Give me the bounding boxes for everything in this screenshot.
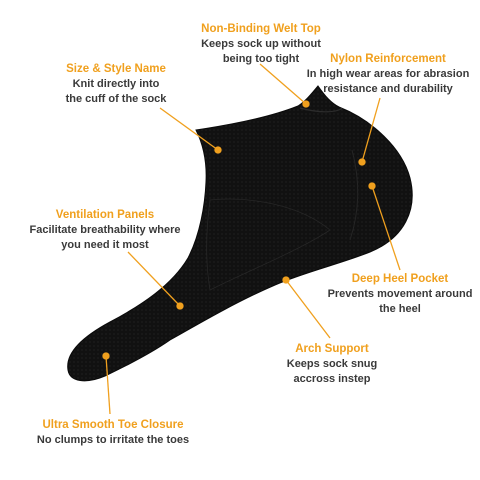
callout-desc: the heel — [379, 303, 421, 315]
callout-desc: Keeps sock up without — [201, 38, 321, 50]
callout-desc: No clumps to irritate the toes — [36, 434, 190, 446]
callout-desc: resistance and durability — [323, 83, 453, 95]
callout-title: Deep Heel Pocket — [351, 273, 449, 285]
leader-ventilation — [127, 251, 181, 307]
dot-toe — [102, 352, 110, 360]
cuff-seam — [299, 107, 343, 113]
leader-heel — [371, 185, 401, 271]
leader-size-name — [159, 107, 219, 151]
dot-welt-top — [302, 100, 310, 108]
callout-ventilation: Ventilation Panels Facilitate breathabil… — [14, 208, 196, 253]
callout-heel: Deep Heel Pocket Prevents movement aroun… — [324, 272, 476, 317]
callout-nylon: Nylon Reinforcement In high wear areas f… — [298, 52, 478, 97]
callout-desc: Keeps sock snug — [286, 358, 378, 370]
callout-title: Arch Support — [295, 343, 369, 355]
dot-heel — [368, 182, 376, 190]
dot-arch — [282, 276, 290, 284]
callout-desc: Facilitate breathability where — [29, 224, 181, 236]
dot-nylon — [358, 158, 366, 166]
callout-title: Size & Style Name — [66, 63, 166, 75]
ventilation-panel-outline — [206, 198, 331, 291]
callout-title: Nylon Reinforcement — [330, 53, 446, 65]
callout-title: Ultra Smooth Toe Closure — [42, 419, 184, 431]
callout-desc: In high wear areas for abrasion — [306, 68, 470, 80]
leader-welt-top — [259, 63, 307, 105]
sock-icon — [67, 85, 413, 382]
callout-welt-top: Non-Binding Welt Top Keeps sock up witho… — [178, 22, 344, 67]
callout-toe: Ultra Smooth Toe Closure No clumps to ir… — [20, 418, 206, 448]
callout-arch: Arch Support Keeps sock snug accross ins… — [272, 342, 392, 387]
dot-size-name — [214, 146, 222, 154]
dot-ventilation — [176, 302, 184, 310]
leader-nylon — [361, 97, 381, 163]
callout-desc: being too tight — [222, 53, 300, 65]
callout-title: Ventilation Panels — [55, 209, 155, 221]
callout-desc: the cuff of the sock — [65, 93, 167, 105]
callout-title: Non-Binding Welt Top — [201, 23, 321, 35]
callout-desc: Knit directly into — [72, 78, 160, 90]
callout-desc: Prevents movement around — [327, 288, 473, 300]
callout-size-name: Size & Style Name Knit directly into the… — [48, 62, 184, 107]
leader-arch — [285, 279, 331, 339]
heel-seam — [349, 149, 359, 241]
callout-desc: accross instep — [293, 373, 371, 385]
leader-toe — [105, 355, 111, 415]
callout-desc: you need it most — [61, 239, 149, 251]
